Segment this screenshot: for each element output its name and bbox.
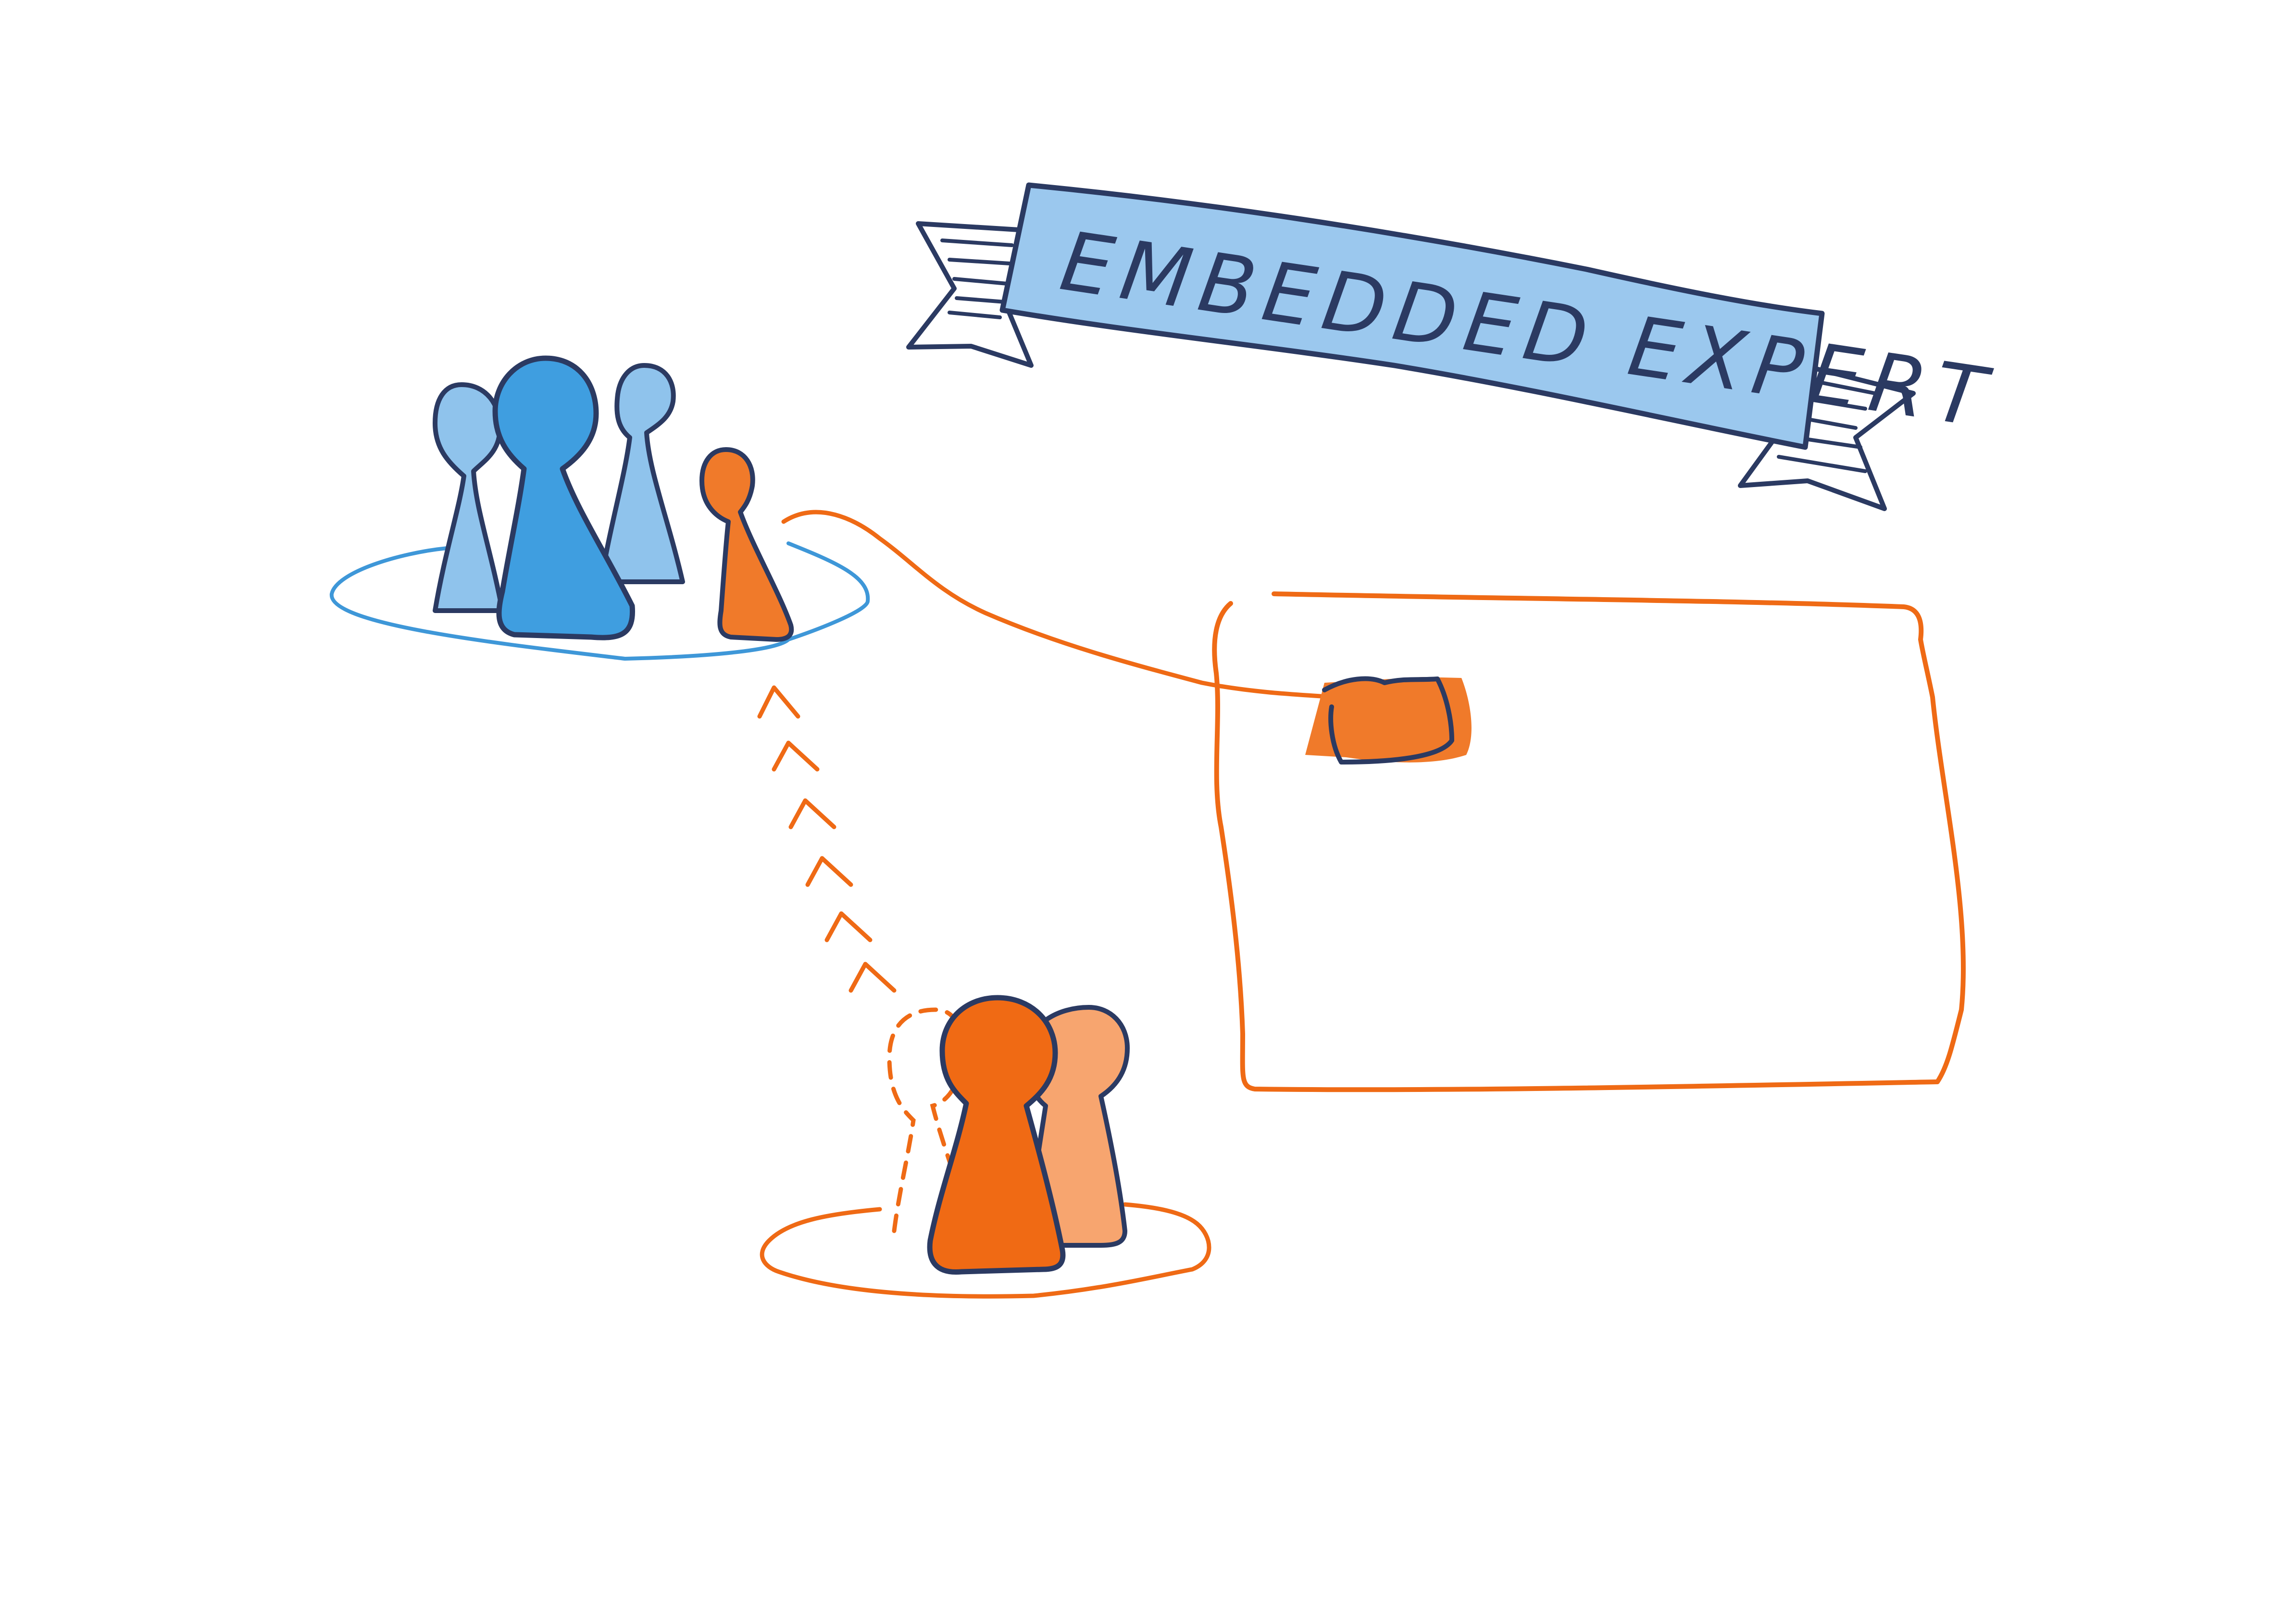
embedded-expert-person	[699, 447, 794, 642]
banner-body	[999, 182, 1825, 450]
blue-person-back-right	[599, 363, 685, 584]
blue-team-ground-ring	[329, 541, 870, 661]
expert-tag-outline	[1322, 676, 1454, 764]
expert-tag	[1305, 677, 1472, 763]
embedded-expert-banner: EMBEDDED EXPERT	[906, 182, 2000, 511]
product-box	[1212, 591, 1966, 1092]
movement-chevron-2	[772, 740, 820, 772]
movement-path	[757, 685, 897, 993]
banner-right-tail-stripes	[1777, 378, 1877, 473]
departed-member-outline	[887, 1007, 973, 1233]
movement-chevron-1	[757, 685, 800, 719]
blue-person-back-left	[433, 382, 505, 613]
movement-chevron-6	[849, 962, 897, 993]
orange-team-group	[760, 995, 1211, 1299]
movement-chevron-4	[805, 856, 853, 887]
expert-connector-line	[781, 510, 1339, 700]
orange-team-ground-ring	[760, 1202, 1211, 1299]
orange-person-front	[927, 995, 1066, 1275]
blue-team-group	[329, 355, 870, 661]
movement-chevron-5	[824, 911, 873, 942]
blue-person-front	[492, 355, 636, 640]
banner-left-tail-stripes	[940, 238, 1014, 319]
movement-chevron-3	[788, 798, 836, 829]
